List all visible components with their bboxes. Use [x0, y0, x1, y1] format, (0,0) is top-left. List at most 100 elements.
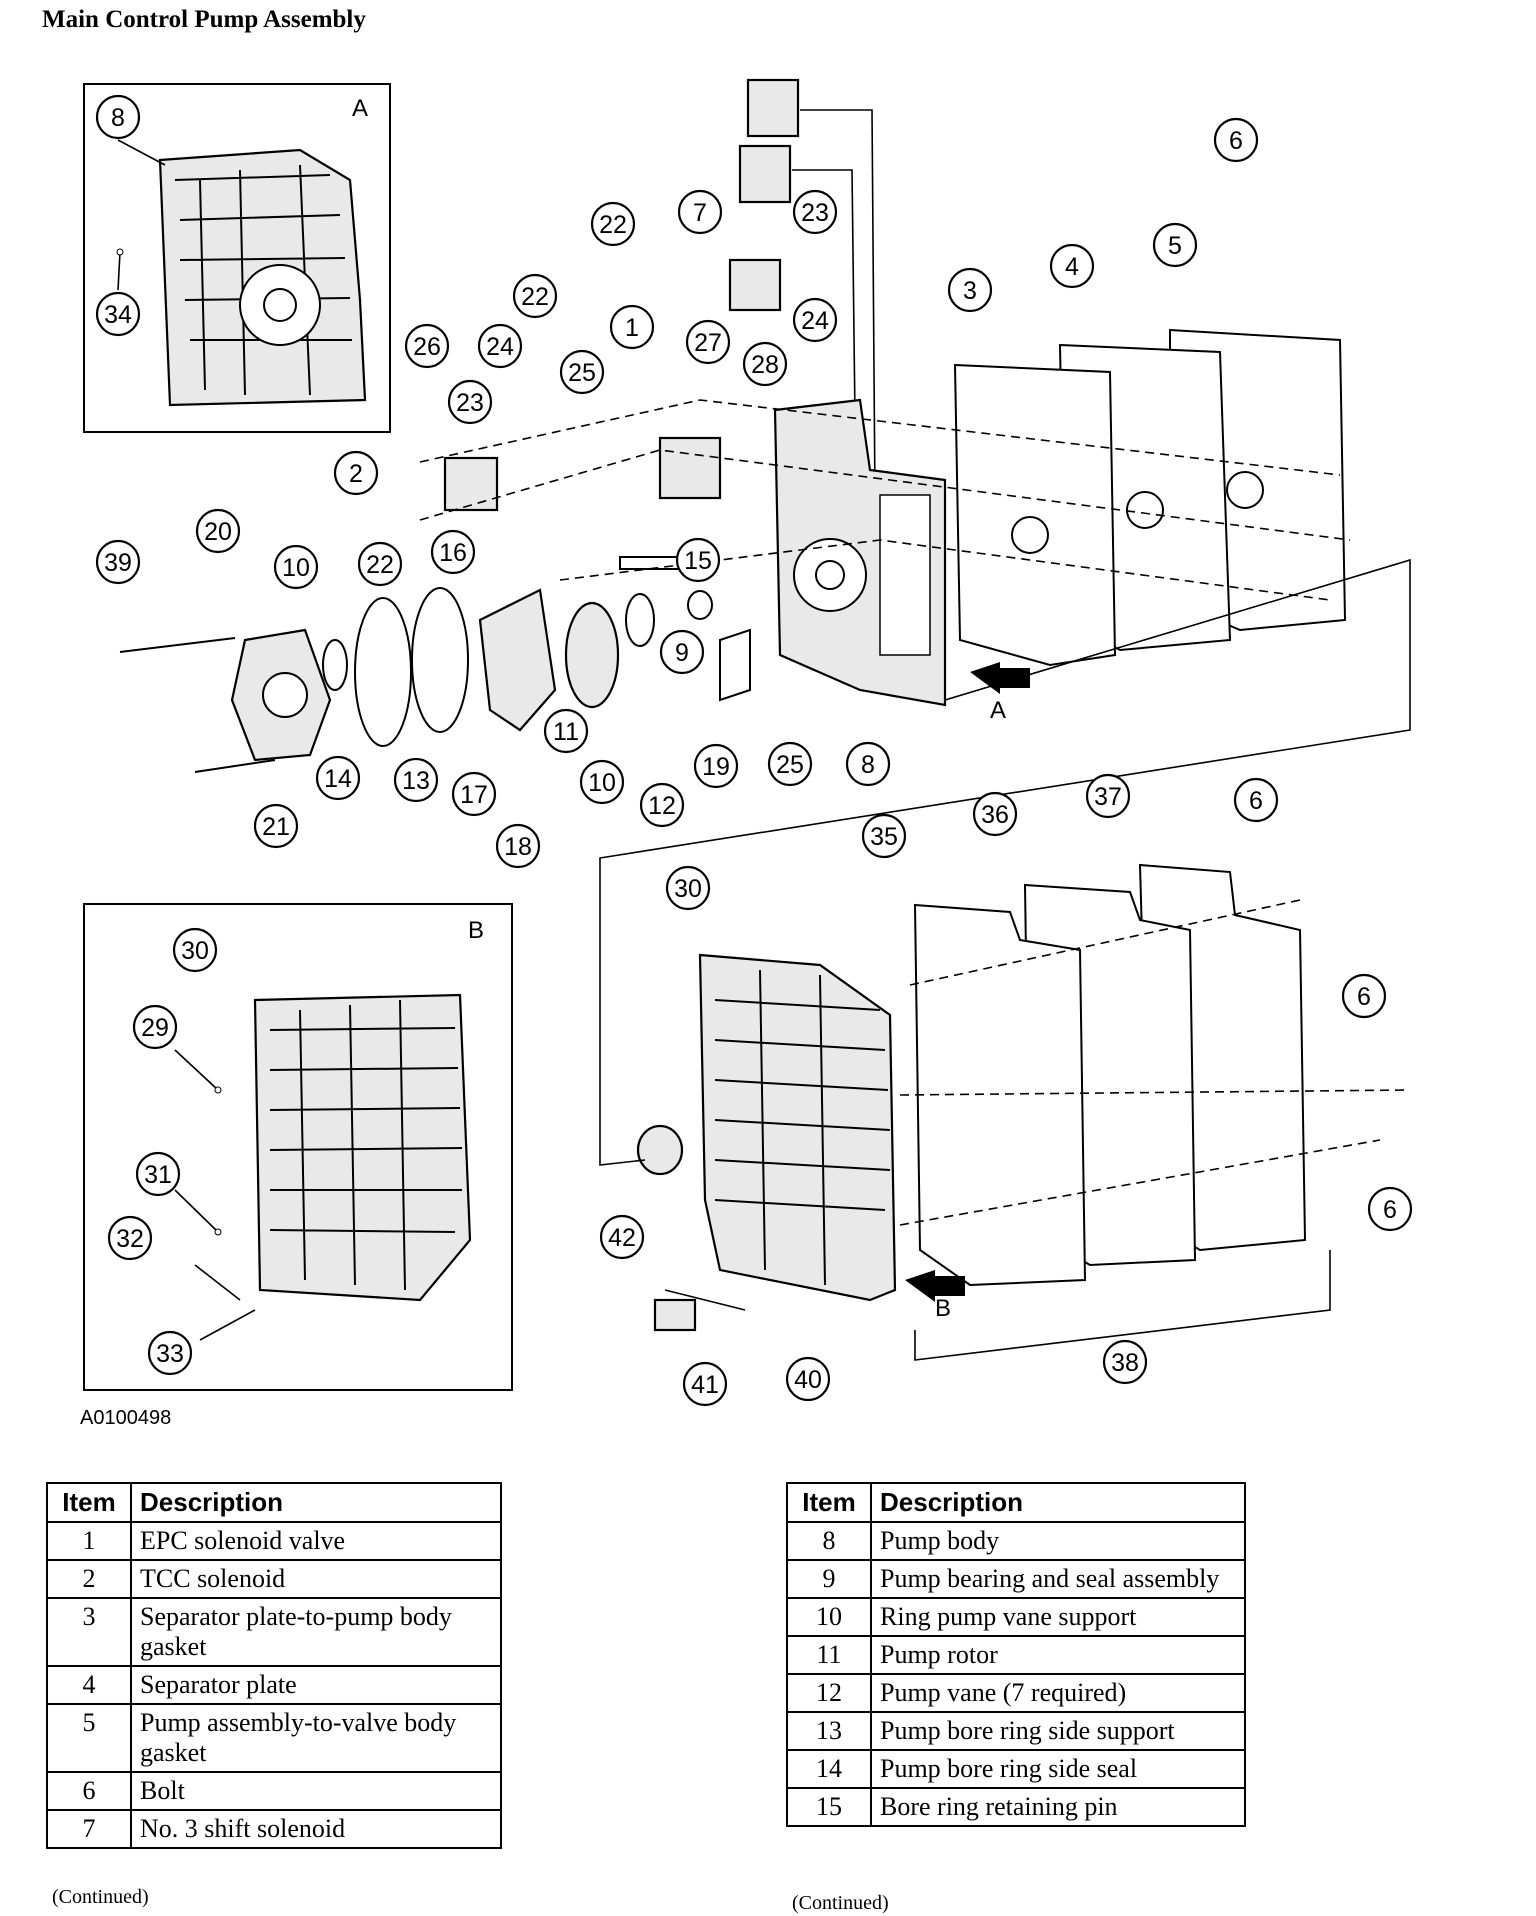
callout-label: 31 [144, 1161, 172, 1189]
continued-note-left: (Continued) [52, 1886, 149, 1908]
callout-label: 6 [1357, 983, 1371, 1011]
callout-19: 19 [693, 743, 739, 789]
item-description: Pump bore ring side seal [870, 1749, 1246, 1789]
callout-label: 25 [776, 751, 804, 779]
callout-label: 4 [1065, 253, 1079, 281]
callout-34: 34 [95, 291, 141, 337]
item-number: 6 [46, 1771, 132, 1811]
callout-label: 9 [675, 639, 689, 667]
callout-label: 32 [116, 1225, 144, 1253]
svg-text:B: B [935, 1295, 951, 1322]
item-number: 11 [786, 1635, 872, 1675]
callout-label: 6 [1383, 1196, 1397, 1224]
callout-label: 6 [1249, 787, 1263, 815]
callout-32: 32 [107, 1215, 153, 1261]
item-description: Ring pump vane support [870, 1597, 1246, 1637]
callout-label: 37 [1094, 783, 1122, 811]
item-number: 12 [786, 1673, 872, 1713]
item-number: 10 [786, 1597, 872, 1637]
callout-label: 2 [349, 460, 363, 488]
callout-label: 36 [981, 801, 1009, 829]
callout-label: 1 [625, 314, 639, 342]
callout-24: 24 [477, 323, 523, 369]
callout-label: 42 [608, 1224, 636, 1252]
valve-body [636, 953, 897, 1332]
callout-30: 30 [172, 927, 218, 973]
callout-label: 35 [870, 823, 898, 851]
item-number: 13 [786, 1711, 872, 1751]
item-description: Bore ring retaining pin [870, 1787, 1246, 1827]
callout-label: 22 [366, 551, 394, 579]
item-number: 7 [46, 1809, 132, 1849]
callout-25: 25 [767, 741, 813, 787]
callout-22: 22 [512, 273, 558, 319]
callout-29: 29 [132, 1004, 178, 1050]
item-number: 5 [46, 1703, 132, 1773]
item-description: Pump body [870, 1521, 1246, 1561]
callout-label: 10 [282, 554, 310, 582]
callout-40: 40 [785, 1356, 831, 1402]
callout-label: 28 [751, 351, 779, 379]
callout-label: 24 [801, 307, 829, 335]
page-title: Main Control Pump Assembly [42, 6, 366, 33]
callout-label: 38 [1111, 1349, 1139, 1377]
item-number: 2 [46, 1559, 132, 1599]
callout-label: 23 [456, 389, 484, 417]
callout-8: 8 [95, 94, 141, 140]
inset-b: B [83, 903, 513, 1391]
callout-2: 2 [333, 450, 379, 496]
callout-17: 17 [451, 771, 497, 817]
alignment-lines [419, 399, 1411, 1361]
callout-label: 30 [674, 875, 702, 903]
inset-a: A [83, 83, 391, 433]
callout-11: 11 [543, 708, 589, 754]
callout-41: 41 [682, 1361, 728, 1407]
inset-b-label: B [468, 917, 484, 944]
callout-38: 38 [1102, 1339, 1148, 1385]
item-header: Item [786, 1482, 872, 1523]
callout-6: 6 [1341, 973, 1387, 1019]
callout-3: 3 [947, 267, 993, 313]
item-number: 4 [46, 1665, 132, 1705]
callout-7: 7 [677, 189, 723, 235]
callout-label: 20 [204, 518, 232, 546]
callout-10: 10 [273, 544, 319, 590]
callout-22: 22 [357, 541, 403, 587]
item-description: Separator plate-to-pump body gasket [130, 1597, 502, 1667]
callout-35: 35 [861, 813, 907, 859]
callout-30: 30 [665, 865, 711, 911]
callout-23: 23 [447, 379, 493, 425]
callout-24: 24 [792, 297, 838, 343]
item-description: Pump bore ring side support [870, 1711, 1246, 1751]
description-header: Description [130, 1482, 502, 1523]
callout-27: 27 [685, 319, 731, 365]
callout-37: 37 [1085, 773, 1131, 819]
callout-label: 26 [413, 333, 441, 361]
callout-6: 6 [1233, 777, 1279, 823]
callout-label: 12 [648, 792, 676, 820]
callout-label: 7 [693, 199, 707, 227]
inset-a-label: A [352, 95, 368, 122]
callout-6: 6 [1213, 117, 1259, 163]
view-arrow-b: B [905, 1270, 965, 1322]
item-description: Pump bearing and seal assembly [870, 1559, 1246, 1599]
callout-label: 25 [568, 359, 596, 387]
callout-label: 5 [1168, 232, 1182, 260]
callout-label: 13 [402, 767, 430, 795]
callout-label: 30 [181, 937, 209, 965]
figure-id: A0100498 [80, 1407, 171, 1429]
item-number: 15 [786, 1787, 872, 1827]
callout-9: 9 [659, 629, 705, 675]
